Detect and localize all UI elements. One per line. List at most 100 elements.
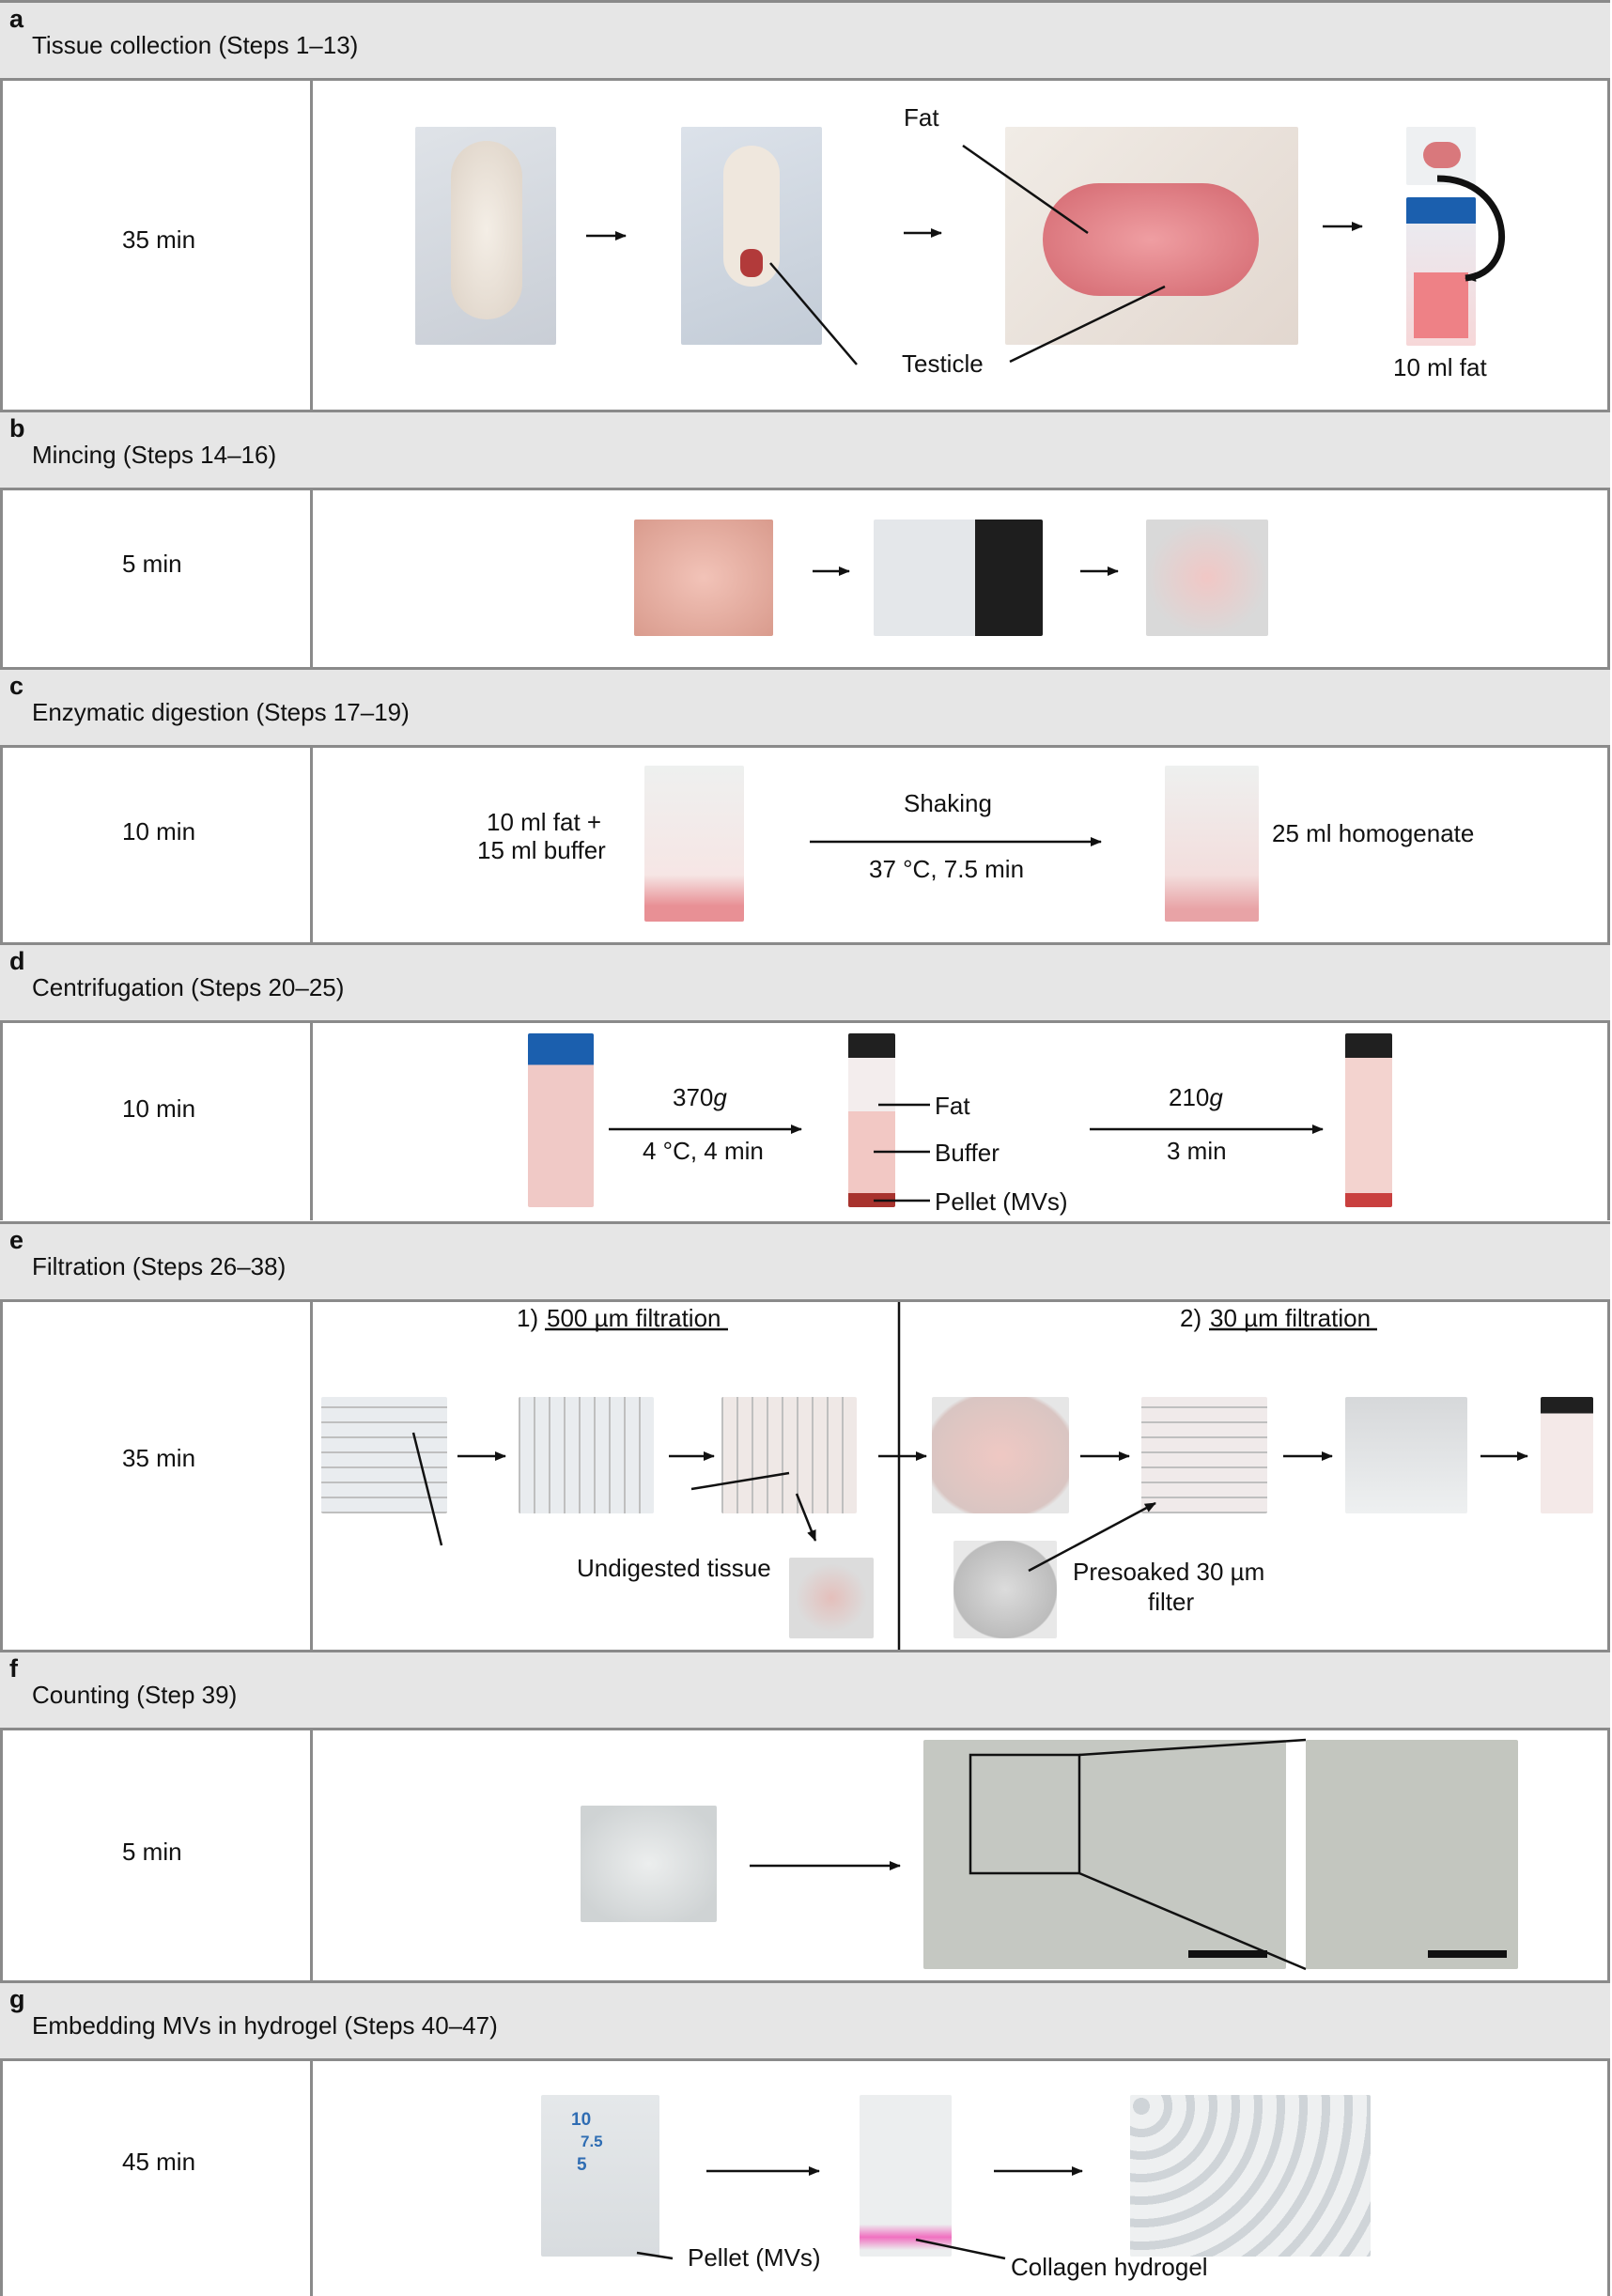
fat-dish-photo <box>634 520 773 636</box>
section-a-header: a Tissue collection (Steps 1–13) <box>0 0 1610 81</box>
duration-label: 45 min <box>122 2148 196 2176</box>
step2-filtration-label: 30 µm filtration <box>1210 1304 1372 1332</box>
presoaked-filter-photo <box>953 1541 1057 1638</box>
section-letter: b <box>9 414 25 442</box>
section-b-header: b Mincing (Steps 14–16) <box>0 410 1610 490</box>
fat-layer-label: Fat <box>935 1092 970 1120</box>
conditions-label: 4 °C, 4 min <box>643 1137 764 1165</box>
section-title: Enzymatic digestion (Steps 17–19) <box>32 698 410 726</box>
leader-line <box>411 1432 443 1546</box>
section-letter: c <box>9 672 24 700</box>
fat-testicle-photo <box>1005 127 1298 345</box>
rat-incision-photo <box>681 127 822 345</box>
filtrate-dish-photo <box>932 1397 1069 1513</box>
leader-line <box>915 2238 1006 2260</box>
section-e-header: e Filtration (Steps 26–38) <box>0 1221 1610 1302</box>
microvessel-micrograph <box>923 1740 1286 1969</box>
pellet-label: Pellet (MVs) <box>688 2243 821 2272</box>
buffer-layer-label: Buffer <box>935 1139 1000 1167</box>
section-title: Centrifugation (Steps 20–25) <box>32 973 345 1001</box>
duration-label: 35 min <box>122 1444 196 1472</box>
section-c-header: c Enzymatic digestion (Steps 17–19) <box>0 667 1610 748</box>
duration-label: 10 min <box>122 817 196 845</box>
section-d-body <box>0 1023 1610 1220</box>
section-f-header: f Counting (Step 39) <box>0 1650 1610 1730</box>
section-title: Embedding MVs in hydrogel (Steps 40–47) <box>32 2011 498 2040</box>
input-label: 10 ml fat + <box>487 808 602 836</box>
undigested-tissue-photo <box>789 1558 874 1638</box>
section-title: Counting (Step 39) <box>32 1681 238 1709</box>
fat-piece-photo <box>1406 127 1476 185</box>
section-d-header: d Centrifugation (Steps 20–25) <box>0 942 1610 1023</box>
section-title: Tissue collection (Steps 1–13) <box>32 31 359 59</box>
presoaked-filter-label: Presoaked 30 µm <box>1073 1558 1265 1586</box>
section-letter: a <box>9 5 24 33</box>
minced-fat-photo <box>1146 520 1268 636</box>
section-title: Mincing (Steps 14–16) <box>32 441 277 469</box>
section-letter: f <box>9 1654 18 1683</box>
scale-bar <box>1428 1950 1507 1958</box>
tube-mark: 5 <box>577 2155 587 2175</box>
section-g-header: g Embedding MVs in hydrogel (Steps 40–47… <box>0 1980 1610 2061</box>
step-number: 1) <box>517 1304 539 1332</box>
duration-label: 5 min <box>122 550 182 578</box>
conditions-label: 3 min <box>1167 1137 1227 1165</box>
duration-label: 35 min <box>122 225 196 254</box>
step-number: 2) <box>1180 1304 1202 1332</box>
fine-filter-pipette-photo <box>1141 1397 1267 1513</box>
fat-volume-label: 10 ml fat <box>1393 353 1487 381</box>
section-letter: e <box>9 1226 24 1254</box>
section-f-body <box>0 1730 1610 1980</box>
scale-bar <box>1188 1950 1267 1958</box>
centrifuge-tube-3 <box>1345 1033 1392 1207</box>
section-title: Filtration (Steps 26–38) <box>32 1252 287 1280</box>
testicle-label: Testicle <box>902 349 984 378</box>
shaking-label: Shaking <box>904 789 992 817</box>
presoaked-filter-label: filter <box>1148 1588 1195 1616</box>
tube-mark: 10 <box>571 2110 592 2130</box>
section-letter: d <box>9 947 25 975</box>
duration-label: 5 min <box>122 1838 182 1866</box>
fat-label: Fat <box>904 103 939 132</box>
leader-line <box>636 2251 674 2260</box>
well-plate-photo <box>1130 2095 1371 2257</box>
conditions-label: 37 °C, 7.5 min <box>869 855 1025 883</box>
undigested-tissue-label: Undigested tissue <box>577 1554 771 1582</box>
digestion-bottle-after <box>1165 766 1259 922</box>
homogenate-label: 25 ml homogenate <box>1272 819 1475 847</box>
curved-arrow <box>1436 175 1506 282</box>
leader-line <box>962 144 1089 235</box>
counting-dish-photo <box>581 1806 717 1922</box>
duration-label: 10 min <box>122 1094 196 1123</box>
collagen-hydrogel-label: Collagen hydrogel <box>1011 2253 1208 2281</box>
zoom-line <box>1078 1738 1307 1757</box>
zoom-box <box>969 1753 1081 1875</box>
section-b-body <box>0 490 1610 669</box>
pellet-label: Pellet (MVs) <box>935 1187 1068 1216</box>
tube-mark: 7.5 <box>581 2133 603 2150</box>
section-e-body <box>0 1302 1610 1650</box>
filtrate-collection-photo <box>1345 1397 1467 1513</box>
leader-line <box>1009 285 1166 364</box>
speed-label: 210g <box>1169 1083 1223 1111</box>
speed-label: 370g <box>673 1083 727 1111</box>
section-a-body <box>0 81 1610 410</box>
final-tube-photo <box>1541 1397 1593 1513</box>
leader-line <box>690 1471 790 1491</box>
flow-arrow <box>795 1493 817 1542</box>
centrifuge-tube-2 <box>848 1033 895 1207</box>
mesh-filter-tissue-photo <box>721 1397 857 1513</box>
microvessel-zoom-micrograph <box>1306 1740 1518 1969</box>
rat-photo <box>415 127 556 345</box>
section-g-body <box>0 2061 1610 2296</box>
flow-arrow <box>1028 1501 1156 1573</box>
centrifuge-tube-1 <box>528 1033 594 1207</box>
zoom-line <box>1078 1871 1307 1971</box>
mincing-scissors-photo <box>874 520 1043 636</box>
fat-tube-photo <box>1406 197 1476 346</box>
section-letter: g <box>9 1985 25 2013</box>
mesh-filter-photo <box>321 1397 447 1513</box>
pellet-tube-photo <box>541 2095 659 2257</box>
collagen-tube-photo <box>860 2095 952 2257</box>
